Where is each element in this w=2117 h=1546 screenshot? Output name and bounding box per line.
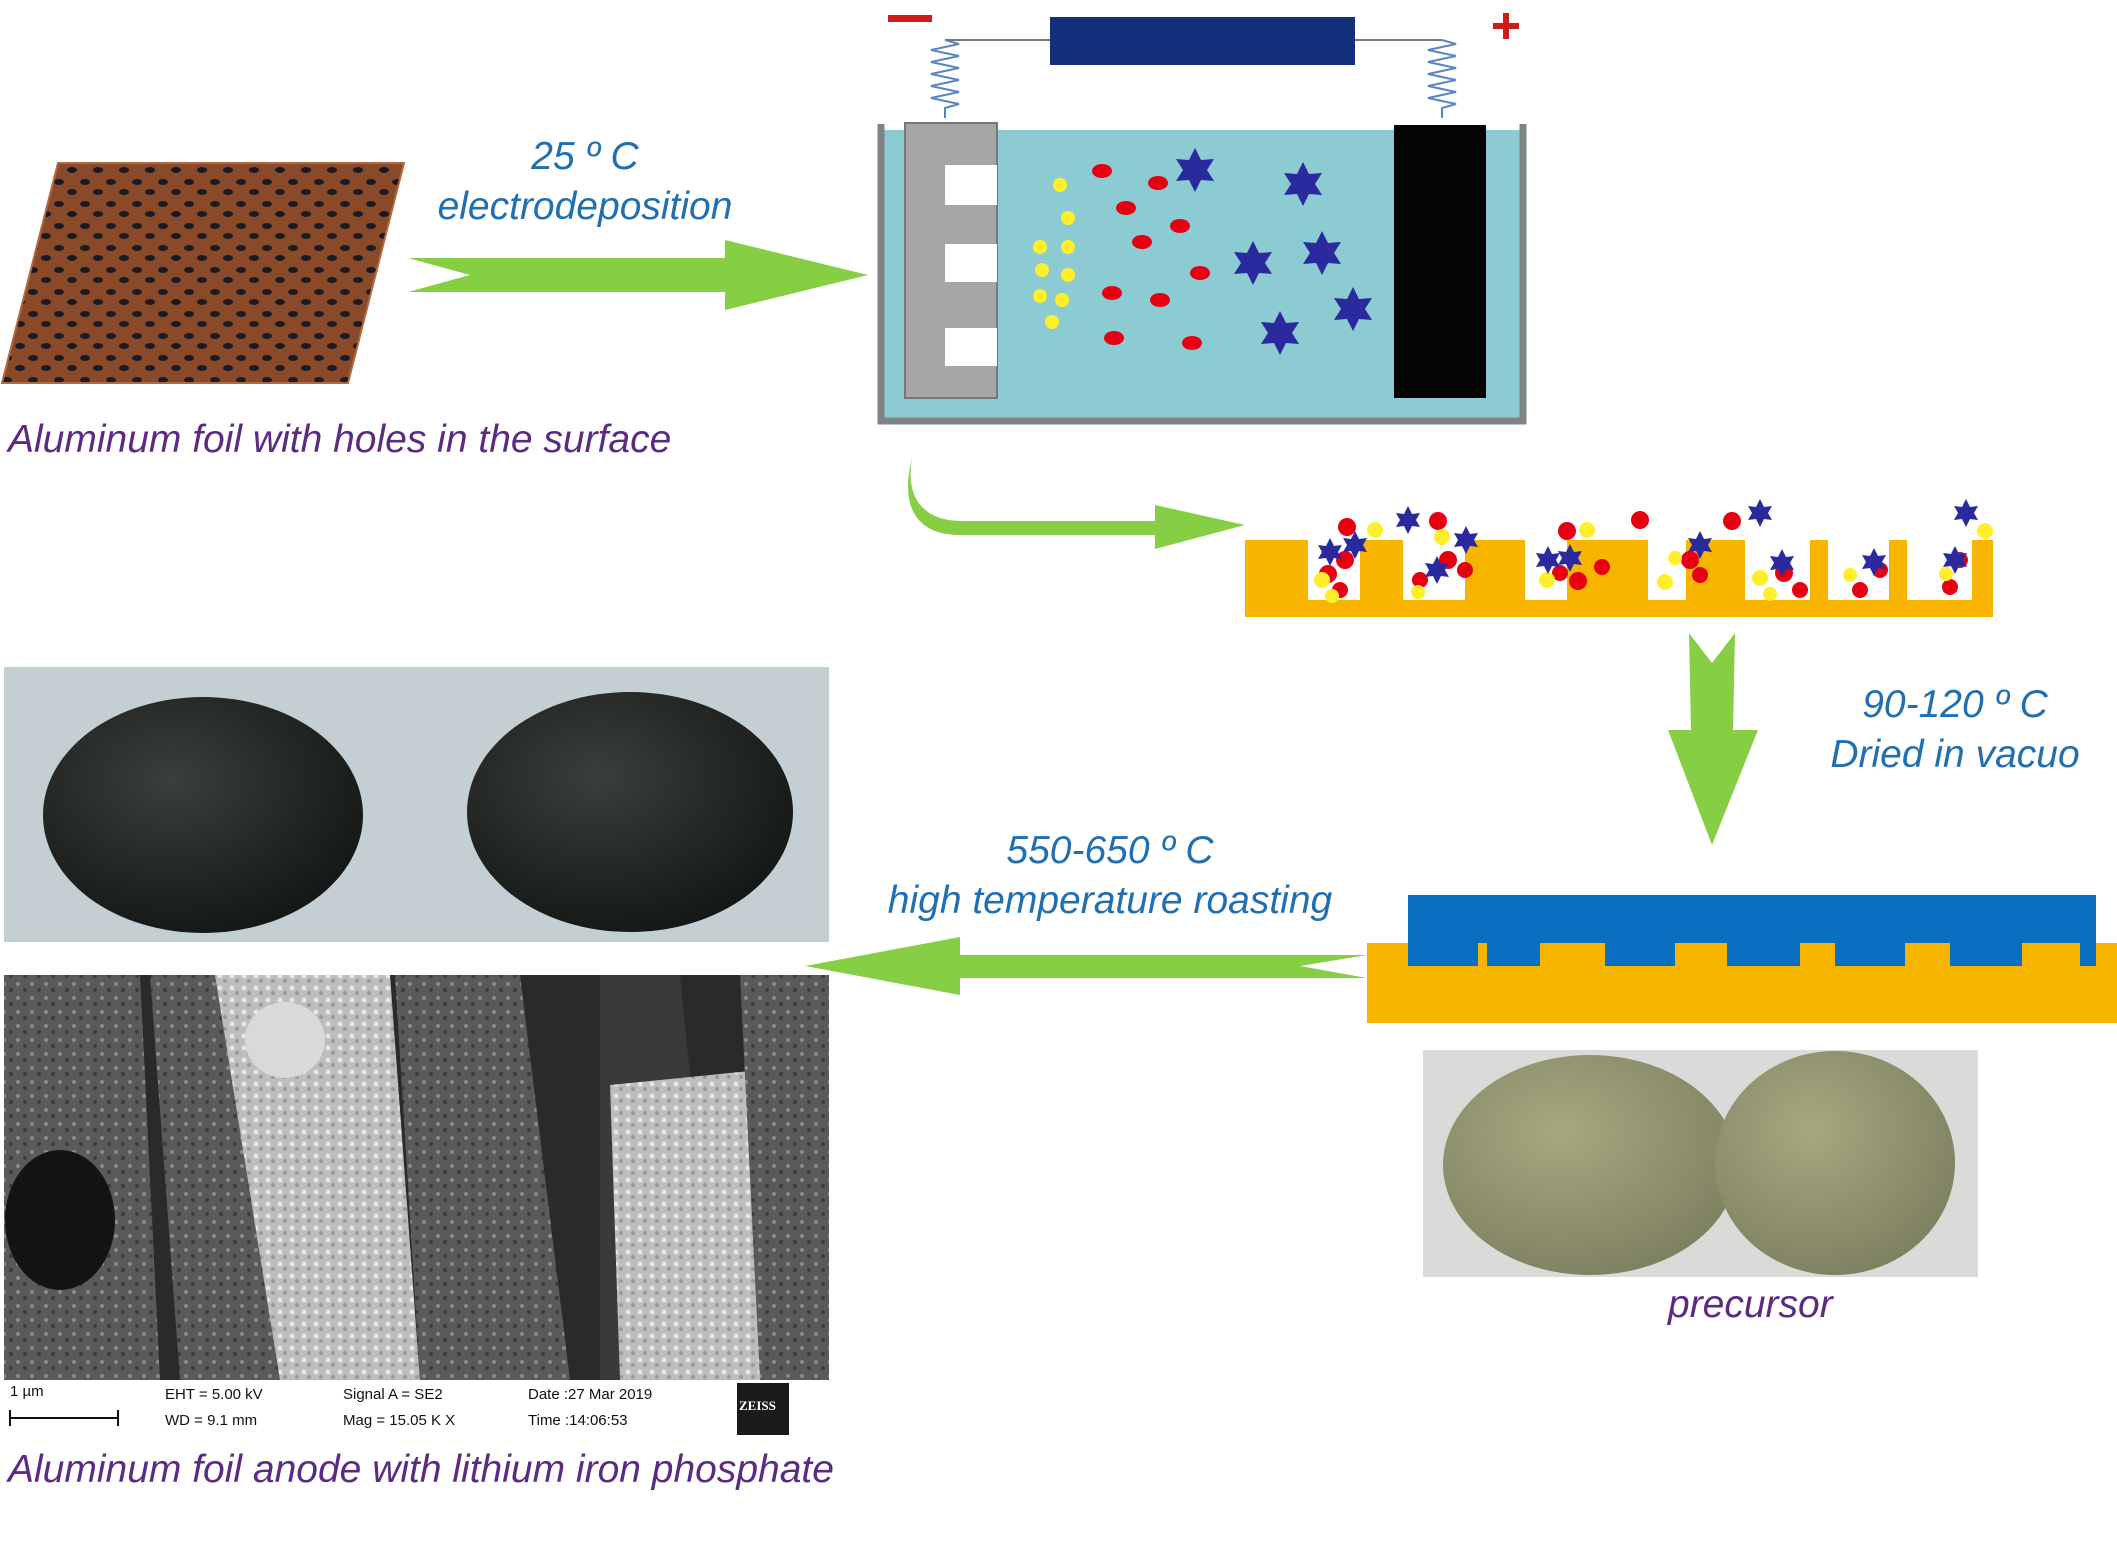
arrow-drying — [1668, 633, 1758, 845]
caption-foil: Aluminum foil with holes in the surface — [8, 418, 671, 462]
anode-photo — [4, 667, 829, 942]
electrolytic-cell — [881, 15, 1523, 421]
caption-anode: Aluminum foil anode with lithium iron ph… — [8, 1448, 834, 1492]
sem-mag: Mag = 15.05 K X — [343, 1412, 455, 1429]
step-roasting-label: 550-650 º C high temperature roasting — [860, 826, 1360, 926]
arrow-curved — [908, 458, 1245, 549]
left-spring — [931, 40, 959, 118]
step-roasting-temperature: 550-650 º C — [860, 826, 1360, 876]
anode-disc-right — [467, 692, 793, 932]
plus-sign — [1493, 13, 1519, 39]
precursor-photo — [1423, 1050, 1978, 1277]
minus-sign — [888, 15, 932, 22]
step-electrodeposition-name: electrodeposition — [420, 182, 750, 232]
dried-structure — [1367, 895, 2117, 1023]
step-drying-label: 90-120 º C Dried in vacuo — [1805, 680, 2105, 780]
step-drying-temperature: 90-120 º C — [1805, 680, 2105, 730]
deposited-layer — [1245, 499, 1993, 617]
sem-signal: Signal A = SE2 — [343, 1386, 443, 1403]
sem-time: Time :14:06:53 — [528, 1412, 628, 1429]
caption-precursor: precursor — [1668, 1283, 1833, 1327]
sem-scale-label: 1 µm — [10, 1383, 44, 1400]
step-electrodeposition-temperature: 25 º C — [420, 132, 750, 182]
power-supply — [1050, 17, 1355, 65]
step-roasting-name: high temperature roasting — [860, 876, 1360, 926]
sem-date: Date :27 Mar 2019 — [528, 1386, 652, 1403]
sem-eht: EHT = 5.00 kV — [165, 1386, 263, 1403]
aluminum-foil-image — [2, 163, 404, 383]
sem-brand: ZEISS — [739, 1398, 776, 1414]
anode-plate — [1394, 125, 1486, 398]
sem-wd: WD = 9.1 mm — [165, 1412, 257, 1429]
sem-image — [4, 975, 829, 1440]
precursor-disc-left — [1443, 1055, 1737, 1275]
step-electrodeposition-label: 25 º C electrodeposition — [420, 132, 750, 232]
arrow-roasting — [805, 937, 1367, 995]
right-spring — [1428, 40, 1456, 118]
anode-disc-left — [43, 697, 363, 933]
blue-fill — [1408, 895, 2096, 966]
precursor-disc-right — [1715, 1051, 1955, 1275]
step-drying-name: Dried in vacuo — [1805, 730, 2105, 780]
arrow-electrodeposition — [408, 240, 868, 310]
